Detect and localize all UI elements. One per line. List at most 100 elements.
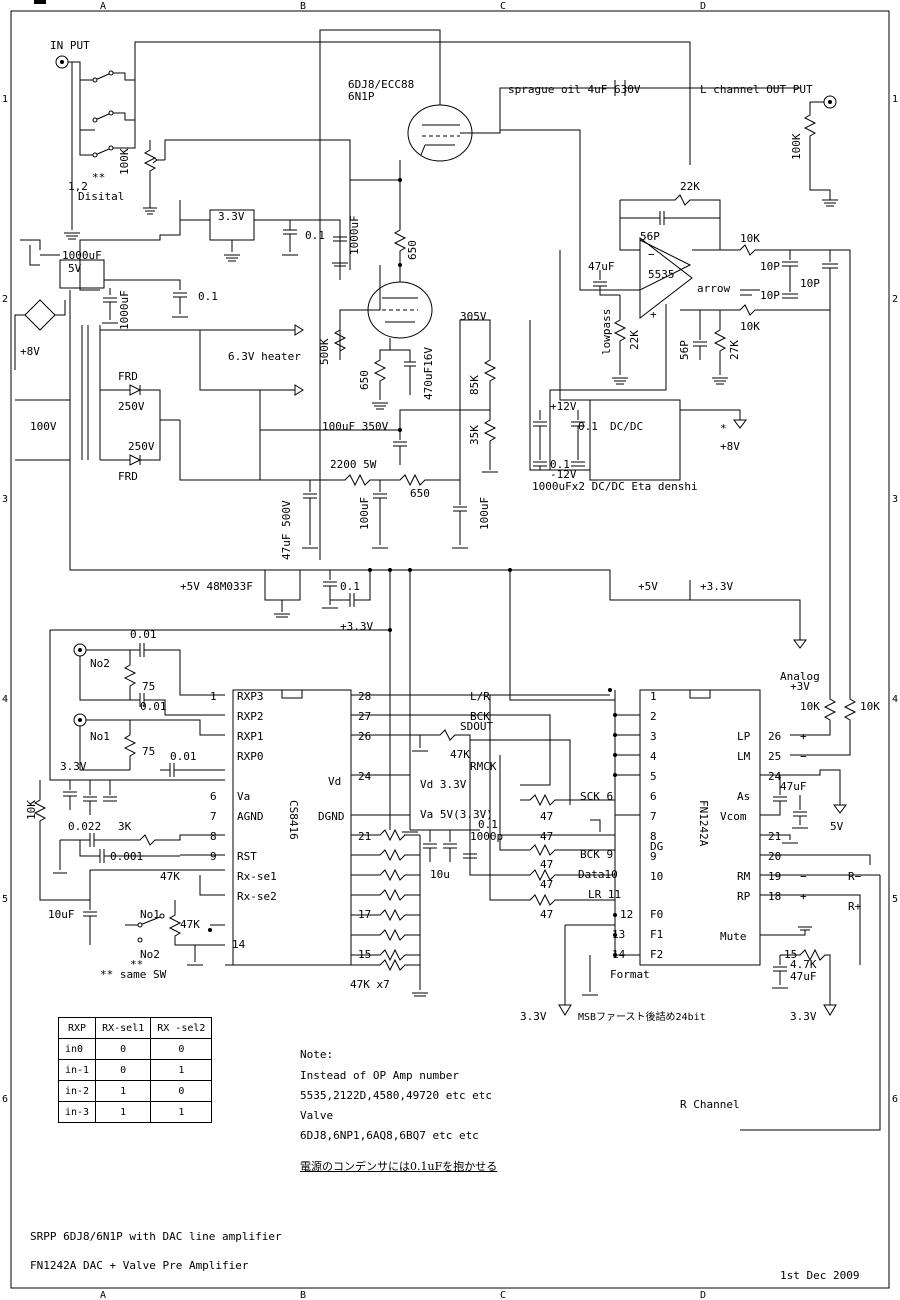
v250-a-label: 250V (118, 400, 145, 413)
opamp-label: 5535 (648, 268, 675, 281)
sdout-label: SDOUT (460, 720, 493, 733)
col-b-top: B (300, 1, 306, 12)
fn-pin-21: 21 (768, 830, 781, 843)
row-3-left: 3 (2, 494, 8, 505)
arrow-label: arrow (697, 282, 730, 295)
c001-c-label: 0.01 (170, 750, 197, 763)
msb-label: MSBファースト後詰め24bit (578, 1010, 706, 1023)
c0001-label: 0.001 (110, 850, 143, 863)
table-header: RXP (57, 1017, 97, 1039)
rxp-select-table: RXP RX-sel1 RX -sel2 in0 0 0 in-1 0 1 in… (57, 1017, 213, 1123)
pin-num-1: 1 (210, 690, 217, 703)
table-header: RX-sel1 (95, 1017, 152, 1039)
table-cell: in-2 (57, 1080, 97, 1102)
fn1242a-notch (689, 689, 711, 699)
table-row: in-1 0 1 (57, 1059, 213, 1081)
note-line-2: 5535,2122D,4580,49720 etc etc (300, 1089, 493, 1102)
r2200-label: 2200 5W (330, 458, 377, 471)
heater-label: 6.3V heater (228, 350, 301, 363)
v33-e-label: 3.3V (790, 1010, 817, 1023)
c47uf-op-label: 47uF (588, 260, 615, 273)
coax-no1-label: No1 (90, 730, 110, 743)
note-title: Note: (300, 1048, 334, 1061)
fn-pin-8: 8 (650, 830, 657, 843)
pin-agnd: AGND (237, 810, 264, 823)
table-cell: 0 (150, 1038, 213, 1060)
lr11-label: LR 11 (588, 888, 621, 901)
r-minus-label: R− (848, 870, 862, 883)
pin-num-27: 27 (358, 710, 371, 723)
regulator-48m-label: +5V 48M033F (180, 580, 253, 593)
plus-33v-label: +3.3V (700, 580, 733, 593)
r22k-fb-label: 22K (680, 180, 700, 193)
table-cell: 1 (95, 1080, 152, 1102)
r47-d-label: 47 (540, 878, 553, 891)
c01-c-label: 0.1 (578, 420, 598, 433)
volume-pot-label: 100K (118, 148, 131, 175)
opamp-minus: − (648, 248, 655, 261)
transformer-icon (69, 325, 101, 460)
r47-a-label: 47 (540, 810, 553, 823)
table-cell: 1 (95, 1101, 152, 1123)
r75-a-label: 75 (142, 680, 155, 693)
row-4-left: 4 (2, 694, 8, 705)
fn-rp: RP (737, 890, 751, 903)
c10p-a-label: 10P (760, 260, 780, 273)
c100uf-b-label: 100uF (478, 497, 491, 530)
row-1-left: 1 (2, 94, 8, 105)
pin-num-7: 7 (210, 810, 217, 823)
frd-2-label: FRD (118, 470, 138, 483)
input-label: IN PUT (50, 39, 90, 52)
pin-num-6: 6 (210, 790, 217, 803)
fn-as: As (737, 790, 750, 803)
fn-dg-label: DG (650, 840, 663, 853)
fn-f1: F1 (650, 928, 663, 941)
col-c-top: C (500, 1, 506, 12)
c10u-label: 10u (430, 868, 450, 881)
fn-pin-19: 19 (768, 870, 781, 883)
r10k-d-label: 10K (800, 700, 820, 713)
r47k-x7-label: 47K x7 (350, 978, 390, 991)
plus-12v-label: +12V (550, 400, 577, 413)
fn-pin-20: 20 (768, 850, 781, 863)
rmck-label: RMCK (470, 760, 497, 773)
v5b-label: 5V (830, 820, 844, 833)
r22k-b-label: 22K (628, 330, 641, 350)
table-cell: 0 (150, 1080, 213, 1102)
input-section: IN PUT ** 1,2 Disital 100K (50, 39, 691, 270)
table-cell: in0 (57, 1038, 97, 1060)
tube-type-label: 6DJ8/ECC88 (348, 78, 414, 91)
plus-33v-b-label: +3.3V (340, 620, 373, 633)
r35k-label: 35K (468, 425, 481, 445)
r500k-label: 500K (318, 338, 331, 365)
fn-pin-5: 5 (650, 770, 657, 783)
r3k-label: 3K (118, 820, 132, 833)
r10k-b-label: 10K (740, 320, 760, 333)
r47k-b-label: 47K (180, 918, 200, 931)
sck6-label: SCK 6 (580, 790, 613, 803)
r10k-a-label: 10K (740, 232, 760, 245)
cs8416-notch (281, 689, 303, 699)
r-channel-label: R Channel (680, 1098, 740, 1111)
r650-b-label: 650 (358, 370, 371, 390)
r85k-label: 85K (468, 375, 481, 395)
mains-100v-label: 100V (30, 420, 57, 433)
lr-label: L/R (470, 690, 490, 703)
fn-pin-2: 2 (650, 710, 657, 723)
c56p-a-label: 56P (640, 230, 660, 243)
bck-label: BCK (470, 710, 490, 723)
table-cell: 1 (150, 1059, 213, 1081)
frd-1-label: FRD (118, 370, 138, 383)
row-5-left: 5 (2, 894, 8, 905)
fn-pin-1: 1 (650, 690, 657, 703)
r47k-c-label: 47K (450, 748, 470, 761)
v305-label: 305V (460, 310, 487, 323)
col-d-bottom: D (700, 1290, 706, 1300)
r650-a-label: 650 (406, 240, 419, 260)
same-sw-label: ** same SW (100, 968, 167, 981)
plus-5v-label: +5V (638, 580, 658, 593)
row-5-right: 5 (892, 894, 898, 905)
regulator-48m-icon (264, 569, 301, 601)
c01-a-label: 0.1 (305, 229, 325, 242)
fn-pin-6: 6 (650, 790, 657, 803)
